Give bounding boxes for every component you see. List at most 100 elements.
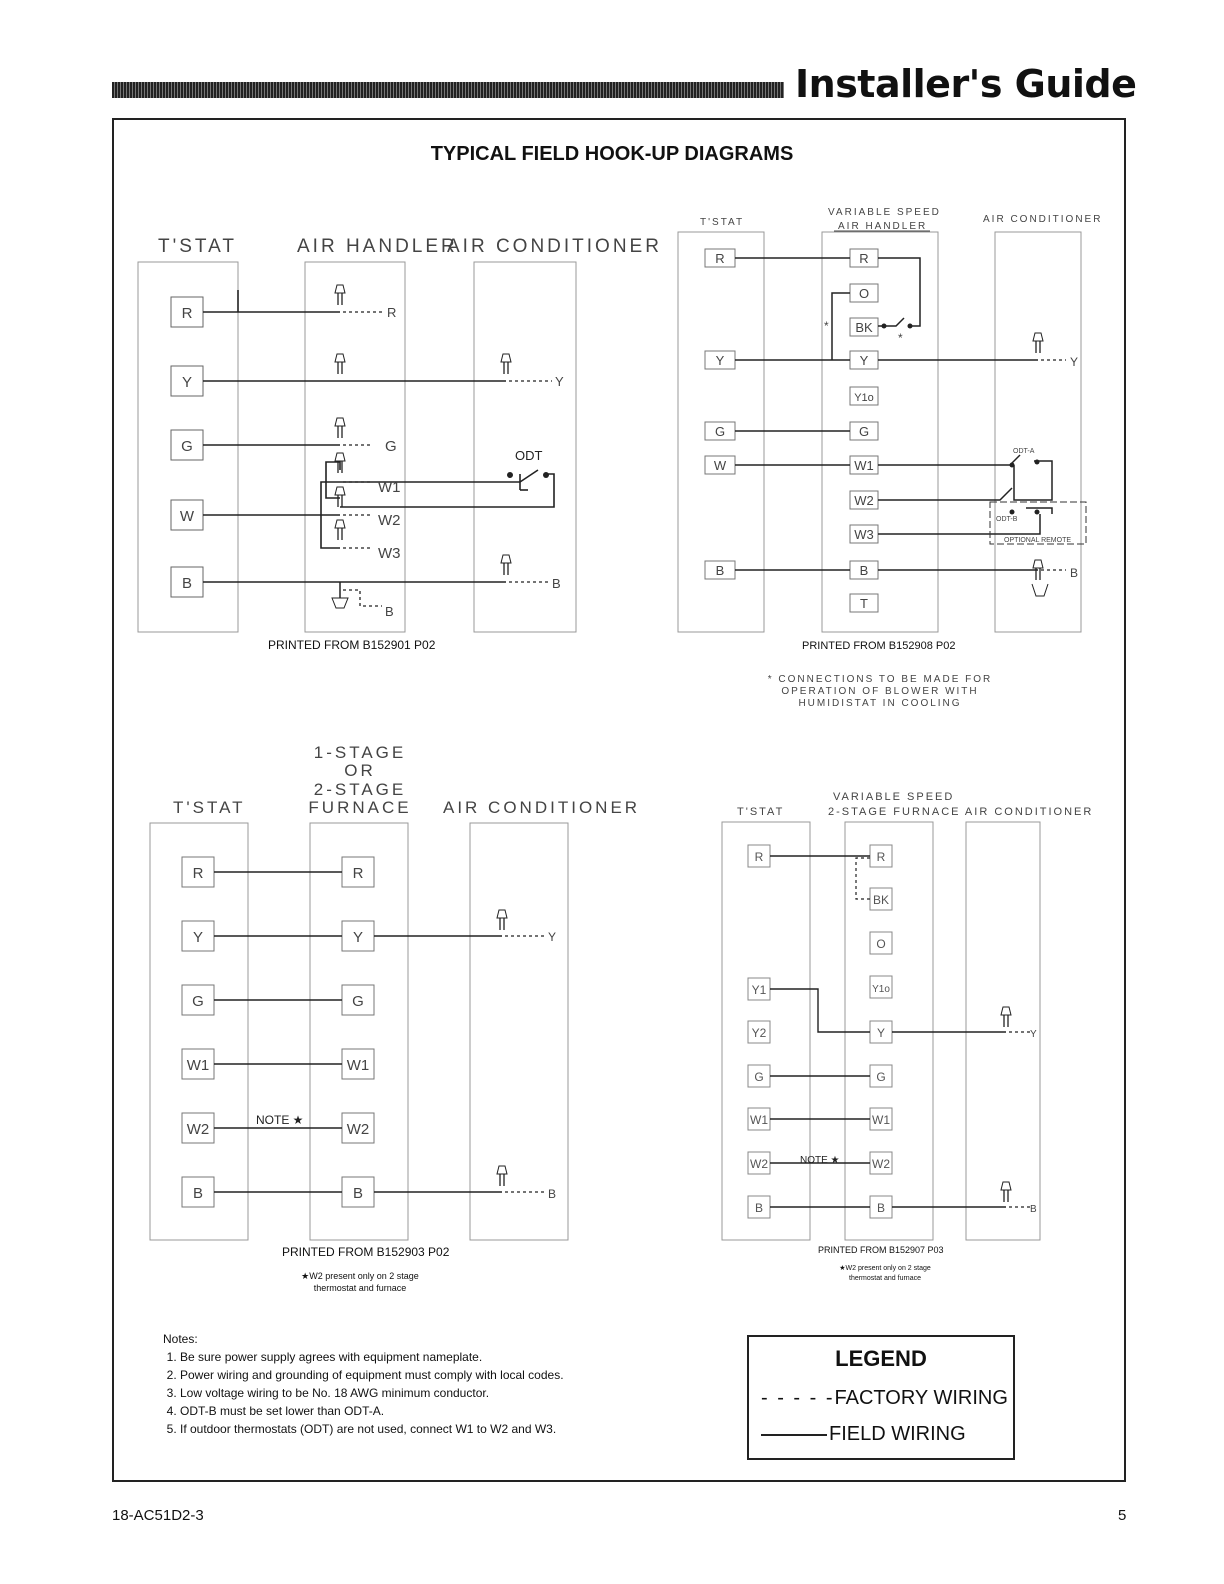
- svg-text:W: W: [180, 508, 195, 525]
- d1-handler-box: [304, 261, 406, 633]
- svg-text:Y1o: Y1o: [872, 984, 890, 995]
- footer-doc-number: 18-AC51D2-3: [112, 1507, 204, 1524]
- svg-text:B: B: [1030, 1204, 1037, 1215]
- svg-text:R: R: [182, 305, 193, 322]
- svg-text:G: G: [192, 993, 204, 1010]
- svg-text:B: B: [716, 563, 725, 578]
- note-item: Power wiring and grounding of equipment …: [180, 1366, 564, 1384]
- svg-text:W1: W1: [187, 1057, 210, 1074]
- d4-caption: PRINTED FROM B152907 P03: [818, 1245, 944, 1255]
- d3-footnote: ★W2 present only on 2 stage thermostat a…: [301, 1271, 419, 1293]
- note-item: ODT-B must be set lower than ODT-A.: [180, 1402, 564, 1420]
- svg-text:B: B: [1070, 566, 1078, 580]
- d1-terminal-w: W: [170, 499, 204, 531]
- svg-text:O: O: [859, 286, 869, 301]
- svg-text:W3: W3: [378, 545, 401, 562]
- svg-text:W2: W2: [872, 1157, 890, 1171]
- svg-text:R: R: [877, 850, 886, 864]
- d2-handler-terminals: R O BK Y Y1o G W1 W2 W3 B T: [849, 248, 879, 613]
- diagram-3: T'STAT 1-STAGE OR 2-STAGE FURNACE AIR CO…: [149, 743, 640, 1241]
- svg-text:Y: Y: [548, 930, 556, 944]
- svg-text:AIR HANDLER: AIR HANDLER: [838, 221, 927, 232]
- header-rule: [112, 82, 784, 98]
- svg-text:R: R: [387, 305, 396, 320]
- d3-caption: PRINTED FROM B152903 P02: [282, 1245, 450, 1259]
- svg-text:2-STAGE: 2-STAGE: [314, 780, 406, 799]
- svg-text:G: G: [352, 993, 364, 1010]
- svg-text:R: R: [755, 850, 764, 864]
- svg-text:BK: BK: [873, 893, 889, 907]
- svg-text:B: B: [385, 604, 394, 619]
- diagram-1: T'STAT AIR HANDLER AIR CONDITIONER R Y G…: [137, 236, 662, 633]
- footer-page-number: 5: [1118, 1507, 1127, 1524]
- svg-text:R: R: [715, 251, 724, 266]
- svg-text:R: R: [859, 251, 868, 266]
- svg-text:W2: W2: [378, 512, 401, 529]
- notes-section: Notes: Be sure power supply agrees with …: [163, 1330, 564, 1438]
- svg-text:T: T: [860, 596, 868, 611]
- legend-title: LEGEND: [835, 1346, 927, 1371]
- svg-text:AIR CONDITIONER: AIR CONDITIONER: [443, 798, 640, 817]
- note-item: If outdoor thermostats (ODT) are not use…: [180, 1420, 564, 1438]
- svg-text:OPTIONAL REMOTE: OPTIONAL REMOTE: [1004, 537, 1071, 544]
- svg-text:T'STAT: T'STAT: [700, 217, 744, 228]
- d1-terminal-r: R: [170, 296, 204, 328]
- note-item: Be sure power supply agrees with equipme…: [180, 1348, 564, 1366]
- svg-text:B: B: [182, 575, 192, 592]
- diagram-2: T'STAT VARIABLE SPEED AIR HANDLER AIR CO…: [677, 207, 1102, 633]
- svg-text:W2: W2: [854, 493, 874, 508]
- svg-text:R: R: [193, 865, 204, 882]
- svg-text:NOTE ★: NOTE ★: [800, 1155, 840, 1166]
- svg-text:Y: Y: [1030, 1029, 1037, 1040]
- svg-text:AIR CONDITIONER: AIR CONDITIONER: [983, 214, 1102, 225]
- legend-factory-row: - - - - -FACTORY WIRING: [761, 1387, 1008, 1409]
- svg-text:Y: Y: [1070, 355, 1078, 369]
- svg-text:W: W: [714, 458, 727, 473]
- notes-title: Notes:: [163, 1332, 198, 1346]
- svg-text:G: G: [859, 424, 869, 439]
- svg-text:W1: W1: [347, 1057, 370, 1074]
- svg-text:G: G: [876, 1070, 885, 1084]
- legend-box: LEGEND - - - - -FACTORY WIRING FIELD WIR…: [747, 1335, 1015, 1460]
- svg-text:*: *: [824, 319, 829, 333]
- svg-text:VARIABLE SPEED: VARIABLE SPEED: [833, 791, 954, 803]
- svg-text:2-STAGE FURNACE AIR CONDITIONE: 2-STAGE FURNACE AIR CONDITIONER: [828, 806, 1093, 818]
- svg-text:R: R: [353, 865, 364, 882]
- svg-text:B: B: [552, 576, 561, 591]
- svg-text:BK: BK: [855, 320, 873, 335]
- svg-text:Y: Y: [716, 353, 725, 368]
- svg-text:Y1: Y1: [752, 983, 767, 997]
- svg-text:*: *: [898, 331, 903, 345]
- d2-tstat-terminals: R Y G W B: [704, 248, 736, 580]
- d1-terminal-y: Y: [170, 365, 204, 397]
- svg-text:Y2: Y2: [752, 1026, 767, 1040]
- d1-air-conditioner-label: AIR CONDITIONER: [447, 236, 662, 257]
- d1-caption: PRINTED FROM B152901 P02: [268, 638, 436, 652]
- svg-text:W1: W1: [750, 1113, 768, 1127]
- svg-text:VARIABLE SPEED: VARIABLE SPEED: [828, 207, 941, 218]
- svg-text:NOTE ★: NOTE ★: [256, 1113, 303, 1127]
- svg-text:G: G: [754, 1070, 763, 1084]
- svg-text:W2: W2: [347, 1121, 370, 1138]
- svg-text:B: B: [193, 1185, 203, 1202]
- svg-text:G: G: [385, 438, 397, 455]
- svg-text:Y: Y: [193, 929, 203, 946]
- d2-connection-note: * CONNECTIONS TO BE MADE FOR OPERATION O…: [767, 674, 993, 709]
- svg-text:W2: W2: [187, 1121, 210, 1138]
- legend-field-row: FIELD WIRING: [761, 1423, 966, 1446]
- svg-text:G: G: [715, 424, 725, 439]
- d1-odt-label: ODT: [515, 448, 543, 463]
- main-title: TYPICAL FIELD HOOK-UP DIAGRAMS: [430, 143, 794, 165]
- d1-terminal-g: G: [170, 429, 204, 461]
- svg-text:Y1o: Y1o: [854, 392, 874, 404]
- svg-text:OR: OR: [344, 761, 376, 780]
- d1-terminal-b: B: [170, 566, 204, 598]
- diagram-4: VARIABLE SPEED T'STAT 2-STAGE FURNACE AI…: [721, 791, 1093, 1241]
- svg-text:ODT-B: ODT-B: [996, 516, 1018, 523]
- d4-footnote: ★W2 present only on 2 stage thermostat a…: [839, 1265, 931, 1282]
- svg-text:Y: Y: [877, 1026, 885, 1040]
- d1-tstat-label: T'STAT: [158, 236, 237, 257]
- svg-text:W1: W1: [854, 458, 874, 473]
- svg-text:1-STAGE: 1-STAGE: [314, 743, 406, 762]
